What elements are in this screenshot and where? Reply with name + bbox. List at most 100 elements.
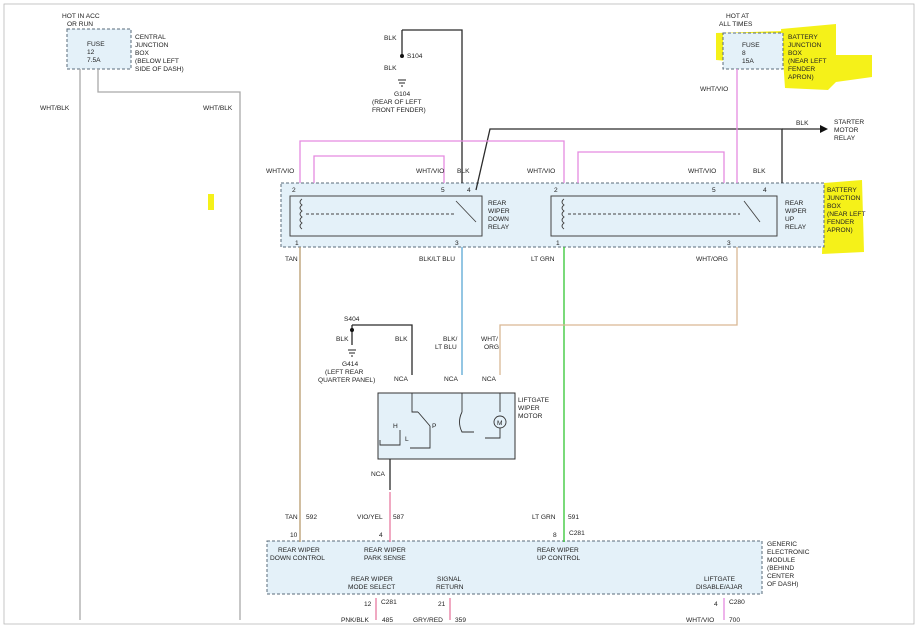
svg-text:MOTOR: MOTOR [834, 127, 859, 134]
svg-text:FUSE: FUSE [87, 41, 105, 48]
svg-text:UP: UP [785, 216, 795, 223]
svg-text:BLK: BLK [457, 168, 470, 175]
svg-text:BLK: BLK [384, 65, 397, 72]
svg-text:NCA: NCA [394, 376, 409, 383]
svg-text:FRONT FENDER): FRONT FENDER) [372, 107, 426, 114]
svg-text:FENDER: FENDER [827, 219, 854, 226]
svg-text:REAR: REAR [488, 200, 507, 207]
svg-text:P: P [432, 423, 437, 430]
svg-text:TAN: TAN [285, 256, 298, 263]
svg-text:(REAR OF LEFT: (REAR OF LEFT [372, 99, 421, 106]
svg-text:485: 485 [382, 617, 393, 624]
svg-text:WIPER: WIPER [488, 208, 510, 215]
svg-text:REAR WIPER: REAR WIPER [351, 576, 393, 583]
svg-text:BLK: BLK [796, 120, 809, 127]
svg-text:DOWN: DOWN [488, 216, 509, 223]
svg-text:GENERIC: GENERIC [767, 541, 797, 548]
svg-text:12: 12 [87, 49, 95, 56]
svg-text:NCA: NCA [482, 376, 497, 383]
svg-text:4: 4 [763, 187, 767, 194]
svg-text:STARTER: STARTER [834, 119, 864, 126]
svg-text:(LEFT REAR: (LEFT REAR [325, 369, 364, 376]
central-junction-fuse-box [66, 28, 132, 70]
svg-text:RELAY: RELAY [785, 224, 807, 231]
svg-text:359: 359 [455, 617, 466, 624]
svg-text:3: 3 [727, 240, 731, 247]
svg-text:BOX: BOX [827, 203, 842, 210]
splice-s404 [350, 328, 354, 332]
svg-text:DISABLE/AJAR: DISABLE/AJAR [696, 584, 743, 591]
svg-text:C280: C280 [729, 599, 745, 606]
svg-text:C281: C281 [569, 530, 585, 537]
svg-text:BLK/LT BLU: BLK/LT BLU [419, 256, 455, 263]
svg-text:WIPER: WIPER [518, 405, 540, 412]
svg-text:BOX: BOX [788, 50, 803, 57]
svg-text:JUNCTION: JUNCTION [135, 42, 169, 49]
svg-text:12: 12 [364, 601, 372, 608]
svg-text:JUNCTION: JUNCTION [788, 42, 822, 49]
svg-text:BLK: BLK [384, 35, 397, 42]
svg-text:WHT/ORG: WHT/ORG [696, 256, 728, 263]
svg-text:WHT/VIO: WHT/VIO [527, 168, 555, 175]
rear-wiper-up-relay [550, 195, 778, 237]
svg-text:(NEAR LEFT: (NEAR LEFT [788, 58, 826, 65]
svg-text:OR RUN: OR RUN [67, 21, 93, 28]
svg-text:BLK: BLK [753, 168, 766, 175]
svg-text:TAN: TAN [285, 514, 298, 521]
svg-text:1: 1 [556, 240, 560, 247]
wires [79, 29, 820, 620]
relay-coils [299, 198, 761, 230]
svg-text:7.5A: 7.5A [87, 57, 101, 64]
svg-text:NCA: NCA [371, 471, 386, 478]
svg-text:15A: 15A [742, 58, 754, 65]
labels: HOT IN ACC OR RUN FUSE 12 7.5A CENTRAL J… [40, 13, 865, 624]
svg-text:3: 3 [455, 240, 459, 247]
svg-text:MODE SELECT: MODE SELECT [348, 584, 395, 591]
svg-text:APRON): APRON) [827, 227, 853, 234]
svg-text:WHT/VIO: WHT/VIO [266, 168, 294, 175]
svg-text:8: 8 [742, 50, 746, 57]
svg-text:ALL TIMES: ALL TIMES [719, 21, 753, 28]
svg-text:LT BLU: LT BLU [435, 344, 457, 351]
svg-text:LIFTGATE: LIFTGATE [704, 576, 736, 583]
svg-text:4: 4 [467, 187, 471, 194]
svg-text:ORG: ORG [484, 344, 499, 351]
svg-text:BLK/: BLK/ [443, 336, 457, 343]
svg-text:(NEAR LEFT: (NEAR LEFT [827, 211, 865, 218]
svg-text:GRY/RED: GRY/RED [413, 617, 443, 624]
svg-text:10: 10 [290, 532, 298, 539]
svg-text:8: 8 [553, 532, 557, 539]
battery-junction-fuse-box [722, 32, 784, 70]
svg-text:REAR WIPER: REAR WIPER [278, 547, 320, 554]
svg-text:WIPER: WIPER [785, 208, 807, 215]
svg-text:BATTERY: BATTERY [827, 187, 857, 194]
svg-text:LIFTGATE: LIFTGATE [518, 397, 550, 404]
svg-text:RELAY: RELAY [488, 224, 510, 231]
splice-s104 [400, 54, 404, 58]
svg-text:OF DASH): OF DASH) [767, 581, 799, 588]
svg-text:L: L [405, 436, 409, 443]
svg-text:WHT/VIO: WHT/VIO [686, 617, 714, 624]
svg-text:1: 1 [295, 240, 299, 247]
svg-text:VIO/YEL: VIO/YEL [357, 514, 383, 521]
svg-text:HOT IN ACC: HOT IN ACC [62, 13, 100, 20]
svg-text:REAR WIPER: REAR WIPER [364, 547, 406, 554]
svg-text:700: 700 [729, 617, 740, 624]
svg-text:WHT/BLK: WHT/BLK [40, 105, 70, 112]
svg-text:(BEHIND: (BEHIND [767, 565, 794, 572]
liftgate-wiper-motor-box [377, 392, 516, 460]
svg-text:PNK/BLK: PNK/BLK [341, 617, 369, 624]
svg-text:592: 592 [306, 514, 317, 521]
svg-text:BATTERY: BATTERY [788, 34, 818, 41]
svg-text:4: 4 [714, 601, 718, 608]
page-frame [3, 3, 915, 625]
svg-text:4: 4 [379, 532, 383, 539]
svg-text:G414: G414 [342, 361, 358, 368]
svg-text:UP CONTROL: UP CONTROL [537, 555, 580, 562]
svg-text:BOX: BOX [135, 50, 150, 57]
svg-text:LT GRN: LT GRN [532, 514, 556, 521]
svg-text:M: M [497, 420, 503, 427]
svg-text:RETURN: RETURN [436, 584, 464, 591]
svg-text:BLK: BLK [336, 336, 349, 343]
svg-text:5: 5 [441, 187, 445, 194]
